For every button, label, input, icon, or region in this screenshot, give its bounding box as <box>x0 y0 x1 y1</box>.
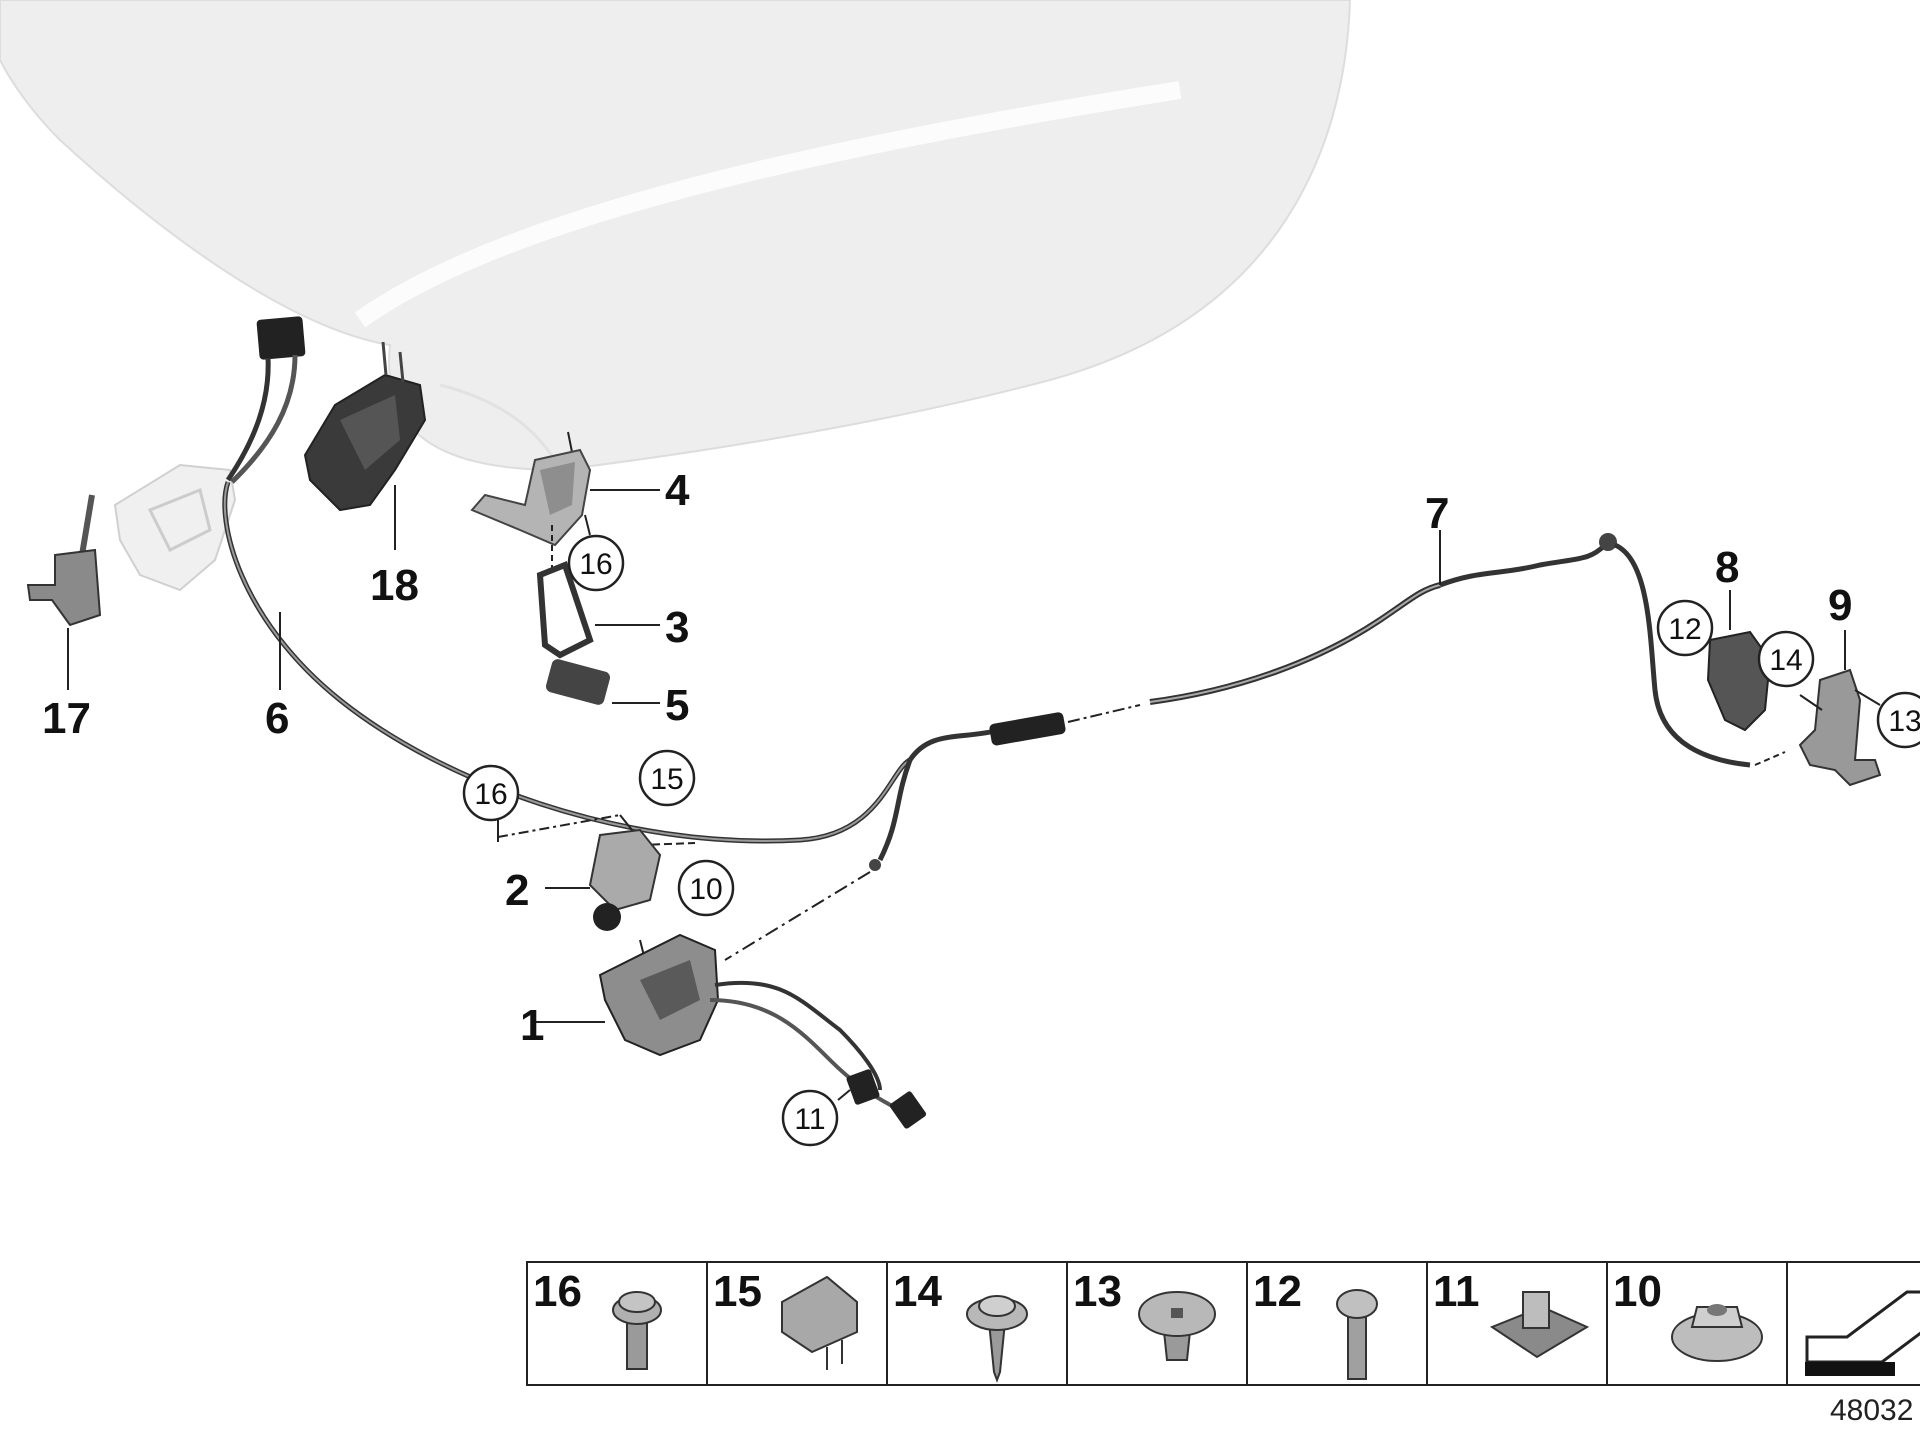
callout-7: 7 <box>1425 489 1449 538</box>
fastener-cell-frame <box>1246 1261 1428 1386</box>
part-7-main-cable <box>724 530 1786 961</box>
hood-panel <box>0 0 1352 472</box>
callout-9: 9 <box>1828 581 1852 630</box>
fastener-cell-15: 15 <box>706 1261 888 1386</box>
part-1-hood-lock <box>535 933 927 1129</box>
circled-callout-14: 14 <box>1757 630 1815 688</box>
circled-callout-16-lower: 16 <box>462 764 520 822</box>
circled-callout-12: 12 <box>1656 599 1714 657</box>
fastener-number: 16 <box>533 1267 582 1316</box>
svg-text:14: 14 <box>1769 644 1802 677</box>
circled-callout-10: 10 <box>677 859 735 917</box>
svg-text:13: 13 <box>1888 705 1920 738</box>
part-2-bracket <box>497 814 696 931</box>
circled-callout-15: 15 <box>638 749 696 807</box>
fastener-number: 12 <box>1253 1267 1302 1316</box>
torx-bolt-icon <box>612 1291 662 1370</box>
part-9-hook <box>1798 630 1882 787</box>
collar-nut-icon <box>1671 1304 1763 1362</box>
circled-callout-11: 11 <box>781 1089 839 1147</box>
fastener-cell-13: 13 <box>1066 1261 1248 1386</box>
part-5-buffer <box>545 659 660 705</box>
callout-5: 5 <box>665 681 689 730</box>
cable-clip-icon <box>781 1275 858 1370</box>
callout-2: 2 <box>505 866 529 915</box>
fastener-number: 15 <box>713 1267 762 1316</box>
svg-text:16: 16 <box>474 778 507 811</box>
circled-callout-13: 13 <box>1876 691 1920 749</box>
fastener-cell-14: 14 <box>886 1261 1068 1386</box>
callout-4: 4 <box>665 466 690 515</box>
tapping-screw-icon <box>966 1295 1028 1383</box>
fastener-cell-12: 12 <box>1246 1261 1428 1386</box>
callout-18: 18 <box>370 561 419 610</box>
expanding-rivet-icon <box>1138 1291 1216 1361</box>
part-3-gasket <box>536 525 660 659</box>
reference-number: 48032 <box>1830 1394 1913 1427</box>
fastener-number: 14 <box>893 1267 942 1316</box>
callout-6: 6 <box>265 694 289 743</box>
callout-8: 8 <box>1715 543 1739 592</box>
direction-arrow-icon <box>1805 1290 1920 1376</box>
fastener-number: 11 <box>1433 1267 1480 1316</box>
svg-text:11: 11 <box>794 1103 825 1136</box>
ghost-latch <box>113 463 237 592</box>
circled-callout-16-upper: 16 <box>567 534 625 592</box>
connector-holder-icon <box>1489 1291 1590 1359</box>
fastener-number: 10 <box>1613 1267 1662 1316</box>
machine-bolt-icon <box>1336 1289 1378 1380</box>
fastener-cell-11: 11 <box>1426 1261 1608 1386</box>
fastener-cell-10: 10 <box>1606 1261 1788 1386</box>
fastener-number: 13 <box>1073 1267 1122 1316</box>
part-18-cover <box>303 341 427 550</box>
svg-text:15: 15 <box>650 763 683 796</box>
orientation-arrow-cell <box>1786 1261 1920 1386</box>
callout-1: 1 <box>520 1001 544 1050</box>
callout-17: 17 <box>42 694 91 743</box>
callout-3: 3 <box>665 603 689 652</box>
part-4-bracket <box>470 431 660 547</box>
fastener-cell-16: 16 <box>526 1261 708 1386</box>
part-17-adjuster <box>26 494 102 690</box>
svg-text:10: 10 <box>689 873 722 906</box>
svg-text:16: 16 <box>579 548 612 581</box>
fastener-strip: 16 15 14 13 12 11 10 <box>526 1261 1920 1386</box>
svg-text:12: 12 <box>1668 613 1701 646</box>
fastener-cell-frame <box>526 1261 708 1386</box>
part-8-catch <box>1706 590 1772 732</box>
